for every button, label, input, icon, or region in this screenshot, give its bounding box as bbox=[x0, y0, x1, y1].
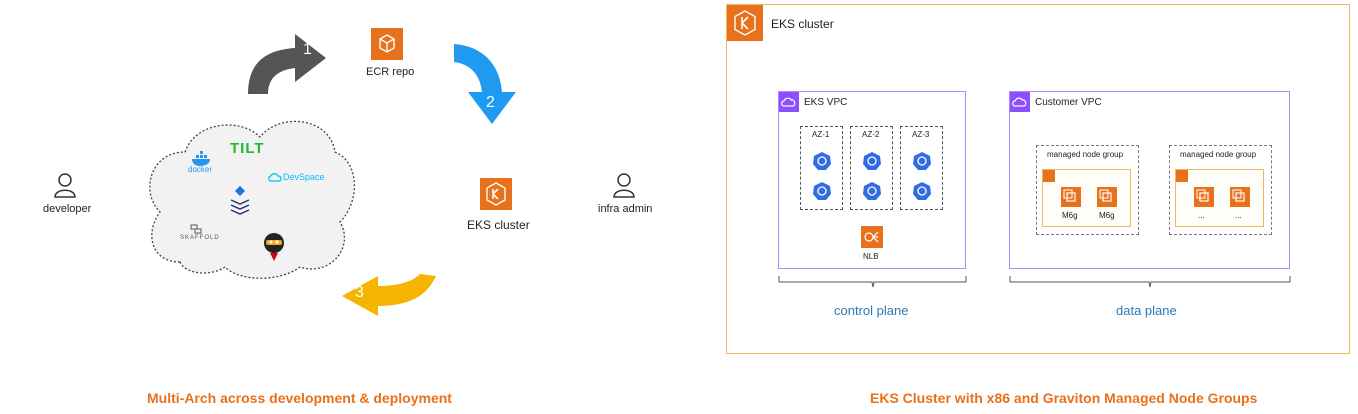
managed-node-group: managed node group bbox=[1169, 145, 1272, 235]
docker-label: docker bbox=[188, 165, 213, 174]
customer-vpc-title: Customer VPC bbox=[1035, 97, 1102, 108]
instance-type-label: ... bbox=[1198, 211, 1205, 220]
eks-vpc-title: EKS VPC bbox=[804, 97, 848, 108]
autoscaling-group bbox=[1175, 169, 1264, 227]
docker-icon bbox=[192, 151, 210, 166]
step-1-number: 1 bbox=[303, 41, 312, 58]
devspace-icon bbox=[268, 173, 282, 182]
step-2-arrow bbox=[454, 44, 516, 124]
infra-admin-label: infra admin bbox=[598, 203, 653, 215]
az-3-label: AZ-3 bbox=[912, 130, 930, 139]
step-1-arrow bbox=[248, 34, 326, 94]
kaniko-icon bbox=[264, 233, 284, 261]
step-3-number: 3 bbox=[355, 284, 364, 301]
managed-node-group: managed node group bbox=[1036, 145, 1139, 235]
autoscaling-icon bbox=[1043, 170, 1055, 182]
az-3-box: AZ-3 bbox=[900, 126, 943, 210]
k8s-control-icon bbox=[813, 152, 831, 170]
step-3-arrow bbox=[342, 274, 436, 316]
customer-vpc-box: Customer VPC bbox=[1009, 91, 1290, 269]
k8s-etcd-icon bbox=[863, 182, 881, 200]
ec2-instance-icon bbox=[1230, 187, 1250, 207]
tilt-logo: TILT bbox=[230, 140, 265, 157]
developer-label: developer bbox=[43, 203, 92, 215]
ec2-instance-icon bbox=[1097, 187, 1117, 207]
autoscaling-icon bbox=[1176, 170, 1188, 182]
node-group-title: managed node group bbox=[1047, 150, 1124, 159]
nlb-label: NLB bbox=[863, 252, 879, 261]
ec2-instance-icon bbox=[1194, 187, 1214, 207]
k8s-control-icon bbox=[913, 152, 931, 170]
data-plane-brace bbox=[1009, 276, 1291, 288]
instance-type-label: M6g bbox=[1062, 211, 1078, 220]
k8s-control-icon bbox=[863, 152, 881, 170]
az-1-box: AZ-1 bbox=[800, 126, 843, 210]
skaffold-icon bbox=[190, 224, 202, 234]
node-group-title: managed node group bbox=[1180, 150, 1257, 159]
infra-admin-icon bbox=[613, 173, 635, 198]
step-2-number: 2 bbox=[486, 94, 495, 111]
k8s-etcd-icon bbox=[913, 182, 931, 200]
buildkit-icon bbox=[230, 186, 250, 215]
control-plane-label: control plane bbox=[834, 303, 909, 318]
instance-type-label: M6g bbox=[1099, 211, 1115, 220]
control-plane-brace bbox=[778, 276, 967, 288]
eks-vpc-box: EKS VPC bbox=[778, 91, 966, 269]
data-plane-label: data plane bbox=[1116, 303, 1177, 318]
eks-cluster-badge-icon bbox=[727, 5, 763, 41]
left-caption: Multi-Arch across development & deployme… bbox=[147, 390, 452, 406]
devspace-label: DevSpace bbox=[283, 172, 325, 182]
eks-cluster-frame: EKS cluster bbox=[726, 4, 1350, 354]
az-2-label: AZ-2 bbox=[862, 130, 880, 139]
vpc-cloud-icon bbox=[779, 92, 799, 112]
az-1-label: AZ-1 bbox=[812, 130, 830, 139]
instance-type-label: ... bbox=[1235, 211, 1242, 220]
ecr-label: ECR repo bbox=[366, 66, 415, 78]
ecr-icon bbox=[371, 28, 403, 60]
autoscaling-group bbox=[1042, 169, 1131, 227]
vpc-cloud-icon bbox=[1010, 92, 1030, 112]
nlb-icon bbox=[861, 226, 883, 248]
skaffold-label: SKAFFOLD bbox=[180, 235, 220, 241]
k8s-etcd-icon bbox=[813, 182, 831, 200]
eks-cluster-icon bbox=[480, 178, 512, 210]
right-caption: EKS Cluster with x86 and Graviton Manage… bbox=[870, 390, 1258, 406]
az-2-box: AZ-2 bbox=[850, 126, 893, 210]
ec2-instance-icon bbox=[1061, 187, 1081, 207]
eks-cluster-title: EKS cluster bbox=[771, 17, 834, 31]
eks-cluster-label: EKS cluster bbox=[467, 218, 530, 232]
developer-icon bbox=[54, 173, 76, 198]
